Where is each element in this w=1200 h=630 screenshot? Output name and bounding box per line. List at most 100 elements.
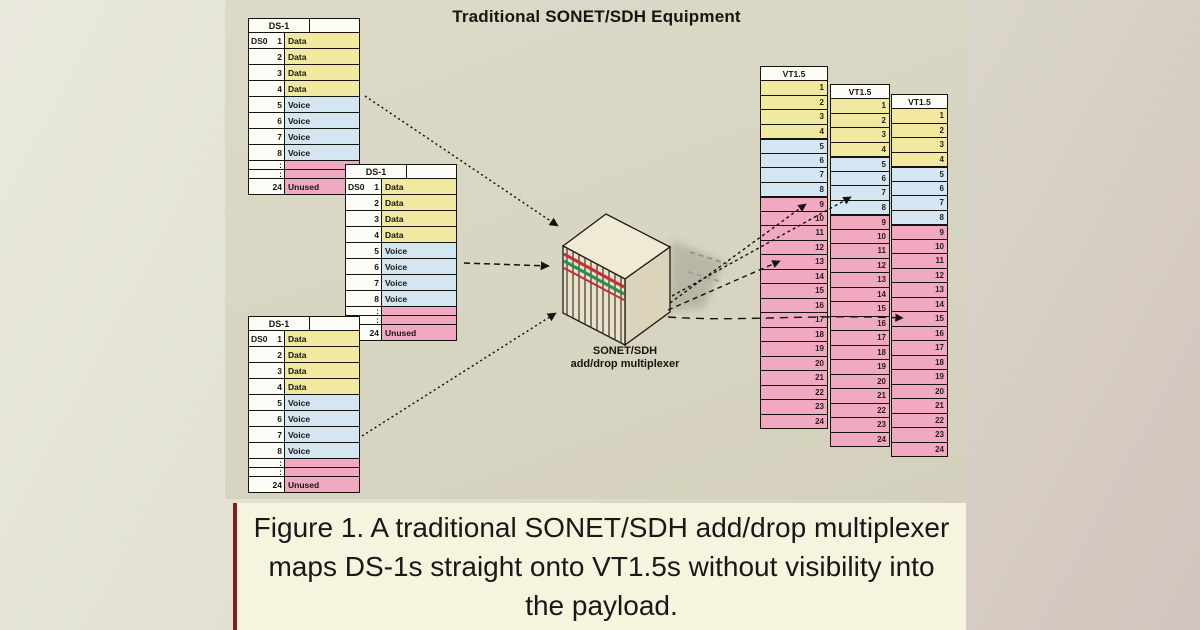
row-label: Unused xyxy=(382,325,457,341)
table-row: 10 xyxy=(830,229,890,244)
row-number: 7 xyxy=(277,429,282,440)
row-number: 6 xyxy=(277,413,282,424)
row-label: Unused xyxy=(285,477,360,493)
table-row: 14 xyxy=(760,269,828,284)
table-row: 16 xyxy=(891,326,948,341)
table-row: 4 xyxy=(830,142,890,157)
row-label: Data xyxy=(285,363,360,379)
row-label: Voice xyxy=(285,113,360,129)
table-row: 5 xyxy=(891,167,948,182)
table-header: VT1.5 xyxy=(830,84,890,99)
table-header-spacer xyxy=(407,164,457,179)
table-header-label: DS-1 xyxy=(248,18,310,33)
row-number: 24 xyxy=(369,327,379,338)
row-number: 3 xyxy=(277,67,282,78)
caption-box: Figure 1. A traditional SONET/SDH add/dr… xyxy=(233,503,966,630)
table-row: 8 xyxy=(760,182,828,197)
row-number: 1 xyxy=(374,181,379,192)
row-label: Voice xyxy=(285,395,360,411)
table-row: 11 xyxy=(830,244,890,259)
row-label: Voice xyxy=(382,259,457,275)
row-label: Voice xyxy=(285,129,360,145)
table-row: 1 xyxy=(891,109,948,124)
table-header: VT1.5 xyxy=(760,66,828,81)
table-row: 20 xyxy=(760,356,828,371)
table-row: 21 xyxy=(830,389,890,404)
table-row: : xyxy=(248,458,360,468)
table-row: 2 xyxy=(891,123,948,138)
row-number-cell: 8 xyxy=(248,145,285,161)
row-label xyxy=(285,468,360,477)
row-number-cell: 6 xyxy=(345,259,382,275)
row-number-cell: 2 xyxy=(248,347,285,363)
table-row: : xyxy=(248,160,360,170)
table-row: 21 xyxy=(891,399,948,414)
row-number-cell: 7 xyxy=(248,427,285,443)
row-number-cell: : xyxy=(248,458,285,468)
row-label xyxy=(382,316,457,325)
table-header-row: DS-1 xyxy=(345,164,457,179)
table-row: 21 xyxy=(760,371,828,386)
table-row: 13 xyxy=(760,255,828,270)
caption-text: Figure 1. A traditional SONET/SDH add/dr… xyxy=(253,512,950,621)
table-row: 23 xyxy=(891,428,948,443)
table-row: 15 xyxy=(891,312,948,327)
row-number-cell: 4 xyxy=(248,81,285,97)
table-row: 24 xyxy=(760,414,828,429)
row-number: 7 xyxy=(277,131,282,142)
table-row: 7 xyxy=(760,168,828,183)
table-row: 15 xyxy=(830,302,890,317)
table-row: 9 xyxy=(891,225,948,240)
row-label: Data xyxy=(382,179,457,195)
table-row: 7 xyxy=(830,186,890,201)
row-label: Data xyxy=(285,379,360,395)
row-number-cell: 5 xyxy=(248,395,285,411)
diagram-title: Traditional SONET/SDH Equipment xyxy=(452,7,741,26)
table-row: 8 xyxy=(891,210,948,225)
table-header-row: DS-1 xyxy=(248,316,360,331)
row-number: 5 xyxy=(374,245,379,256)
table-header-spacer xyxy=(310,18,360,33)
row-number: : xyxy=(279,160,282,170)
ds0-column-label: DS0 xyxy=(251,333,268,344)
mux-label-line1: SONET/SDH xyxy=(592,345,658,357)
row-number-cell: 6 xyxy=(248,113,285,129)
row-label: Voice xyxy=(382,291,457,307)
row-number: 2 xyxy=(277,349,282,360)
table-row: 6 xyxy=(760,153,828,168)
row-label: Data xyxy=(285,49,360,65)
table-row: 1 xyxy=(760,81,828,96)
row-number: : xyxy=(279,169,282,179)
table-row: 6 xyxy=(830,171,890,186)
row-label: Data xyxy=(285,33,360,49)
row-number-cell: 5 xyxy=(248,97,285,113)
table-row: 22 xyxy=(830,403,890,418)
table-row: 9 xyxy=(760,197,828,212)
row-label: Voice xyxy=(285,145,360,161)
row-number-cell: 3 xyxy=(345,211,382,227)
row-number: 2 xyxy=(277,51,282,62)
table-row: 24 xyxy=(891,442,948,457)
row-number-cell: : xyxy=(248,169,285,179)
table-row: 1 xyxy=(830,99,890,114)
table-row: 18 xyxy=(760,327,828,342)
row-number: 4 xyxy=(277,381,282,392)
row-number: : xyxy=(279,458,282,468)
row-label xyxy=(285,459,360,468)
